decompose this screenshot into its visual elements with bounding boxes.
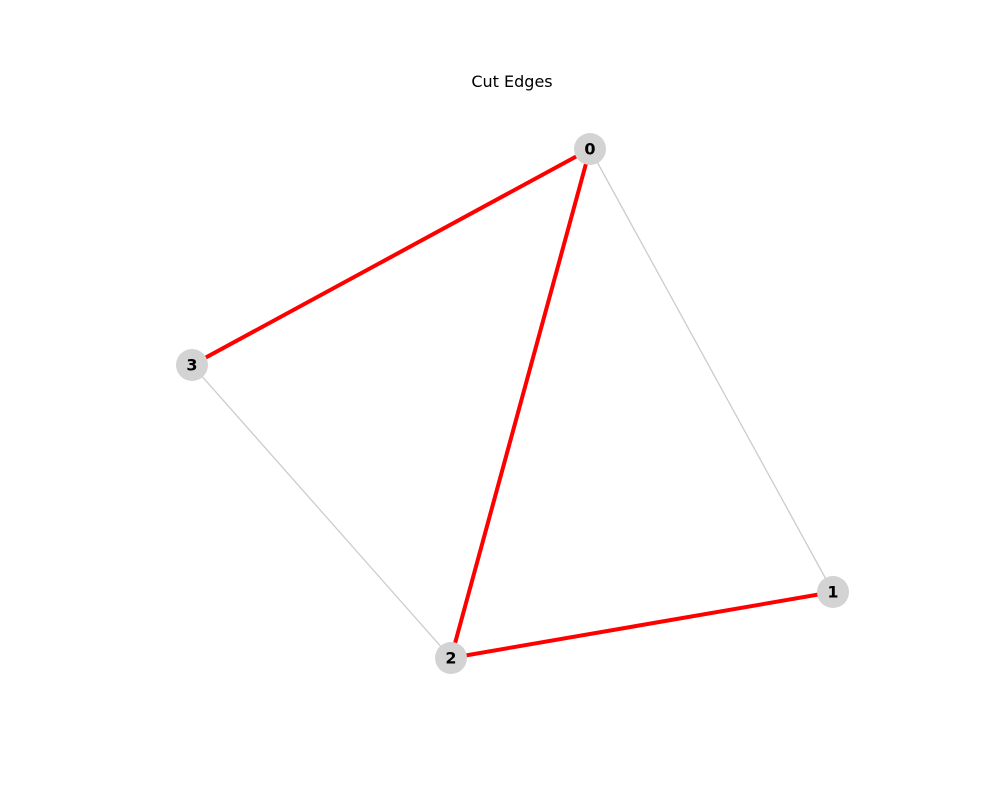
node-label: 0 — [584, 140, 595, 159]
edges-layer — [190, 147, 835, 660]
cut-edge-2-1 — [449, 590, 835, 660]
node-3: 3 — [176, 349, 208, 381]
edge-3-2 — [191, 364, 452, 659]
node-1: 1 — [817, 576, 849, 608]
node-circle — [435, 642, 467, 674]
node-circle — [817, 576, 849, 608]
edge-0-1 — [589, 148, 834, 593]
cut-edge-0-3 — [190, 147, 592, 367]
nodes-layer: 0 1 2 3 — [176, 133, 849, 674]
node-label: 1 — [827, 583, 838, 602]
figure-title: Cut Edges — [471, 72, 553, 91]
cut-edge-0-2 — [449, 147, 592, 660]
node-label: 3 — [186, 356, 197, 375]
node-2: 2 — [435, 642, 467, 674]
node-circle — [176, 349, 208, 381]
node-label: 2 — [445, 649, 456, 668]
node-circle — [574, 133, 606, 165]
node-0: 0 — [574, 133, 606, 165]
